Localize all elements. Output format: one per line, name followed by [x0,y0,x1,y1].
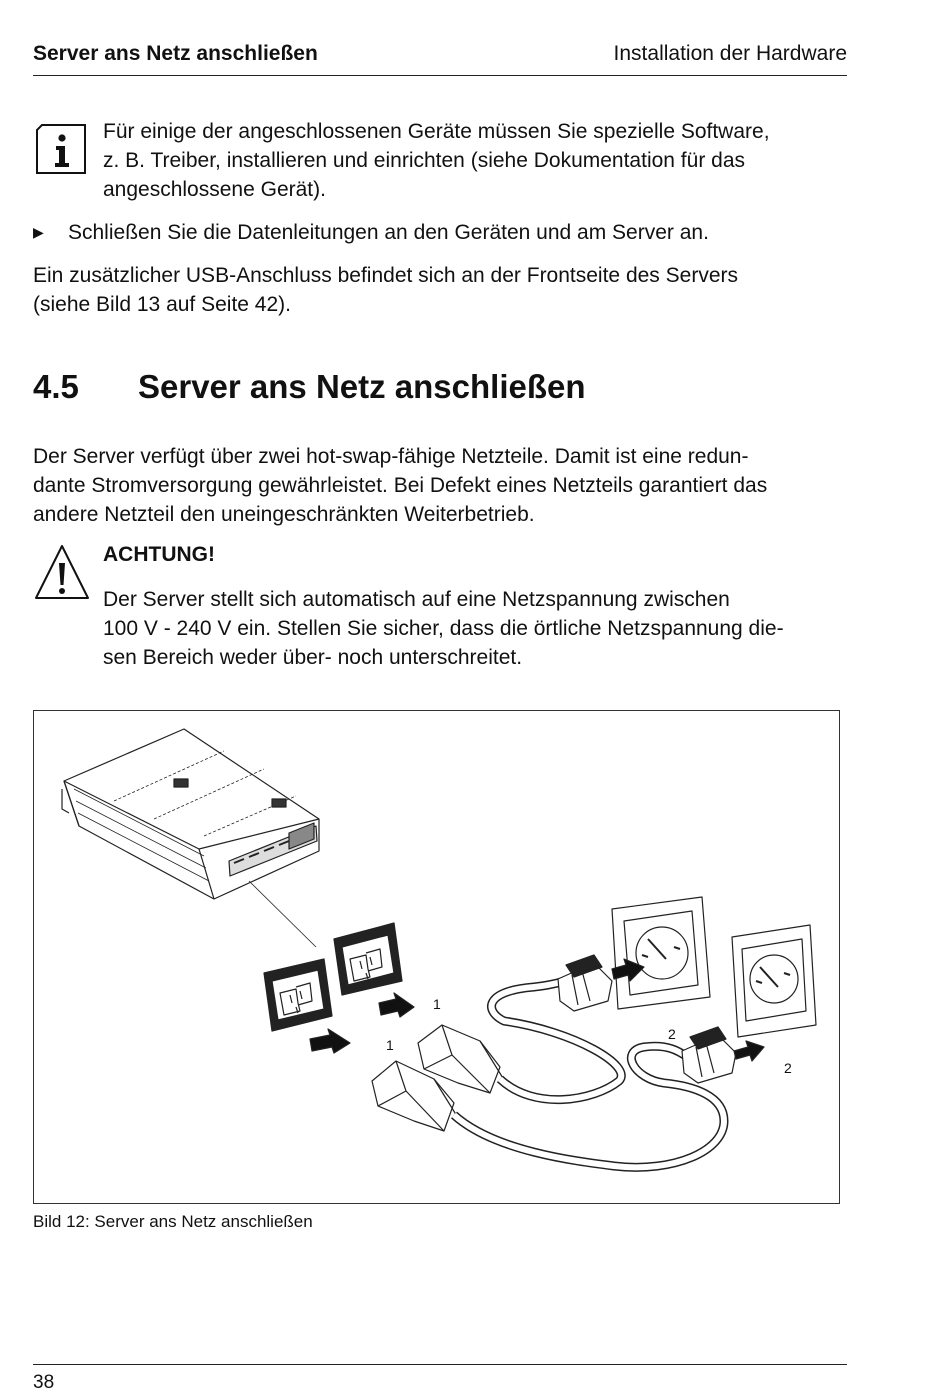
step-text: Schließen Sie die Datenleitungen an den … [68,221,709,244]
intro-paragraph-line: andere Netzteil den uneingeschränkten We… [33,503,535,526]
warning-triangle-icon [35,545,89,599]
warning-line: Der Server stellt sich automatisch auf e… [103,588,730,611]
schuko-plug-1 [557,954,613,1012]
intro-paragraph-line: Der Server verfügt über zwei hot-swap-fä… [33,445,749,468]
page-number: 38 [33,1372,55,1393]
arrow-to-wall-socket-2 [733,1040,765,1062]
wall-socket-2 [731,924,817,1038]
step-arrow-marker: ▶ [33,224,44,240]
info-note-line: Für einige der angeschlossenen Geräte mü… [103,120,770,143]
warning-text: Der Server stellt sich automatisch auf e… [103,585,847,672]
cold-device-plug-2 [417,1024,507,1094]
warning-line: sen Bereich weder über- noch unterschrei… [103,646,523,669]
intro-paragraph-line: dante Stromversorgung gewährleistet. Bei… [33,474,768,497]
info-note-text: Für einige der angeschlossenen Geräte mü… [103,117,847,204]
wall-socket-1 [611,896,711,1010]
info-note-line: z. B. Treiber, installieren und einricht… [103,149,746,172]
footer-rule [33,1364,847,1365]
usb-paragraph-line: Ein zusätzlicher USB-Anschluss befindet … [33,264,738,287]
figure-label-1-upper: 1 [433,996,441,1012]
figure-label-2-left: 2 [668,1026,676,1042]
warning-title: ACHTUNG! [103,543,215,566]
figure-label-1-lower: 1 [386,1037,394,1053]
usb-paragraph: Ein zusätzlicher USB-Anschluss befindet … [33,261,847,319]
server-power-inlet-1 [263,958,333,1032]
section-title: Server ans Netz anschließen [138,368,586,405]
info-note-line: angeschlossene Gerät). [103,178,326,201]
schuko-plug-2 [681,1026,737,1084]
header-chapter-title: Server ans Netz anschließen [33,42,318,65]
figure-label-2-right: 2 [784,1060,792,1076]
running-header: Server ans Netz anschließen Installation… [33,40,847,76]
usb-paragraph-line: (siehe Bild 13 auf Seite 42). [33,293,291,316]
arrow-to-inlet-1 [309,1028,351,1054]
server-power-inlet-2 [333,922,403,996]
info-icon [36,124,86,174]
figure-caption: Bild 12: Server ans Netz anschließen [33,1212,313,1231]
power-connection-illustration: 1 1 2 2 [61,728,817,1172]
section-number: 4.5 [33,368,79,405]
figure-frame: 1 1 2 2 [33,710,840,1204]
warning-line: 100 V - 240 V ein. Stellen Sie sicher, d… [103,617,784,640]
server-chassis-drawing [61,728,320,900]
arrow-to-wall-socket-1 [611,958,645,982]
arrow-to-inlet-2 [378,992,415,1018]
intro-paragraph: Der Server verfügt über zwei hot-swap-fä… [33,442,847,529]
cold-device-plug-1 [371,1060,461,1132]
header-section-title: Installation der Hardware [613,42,847,65]
